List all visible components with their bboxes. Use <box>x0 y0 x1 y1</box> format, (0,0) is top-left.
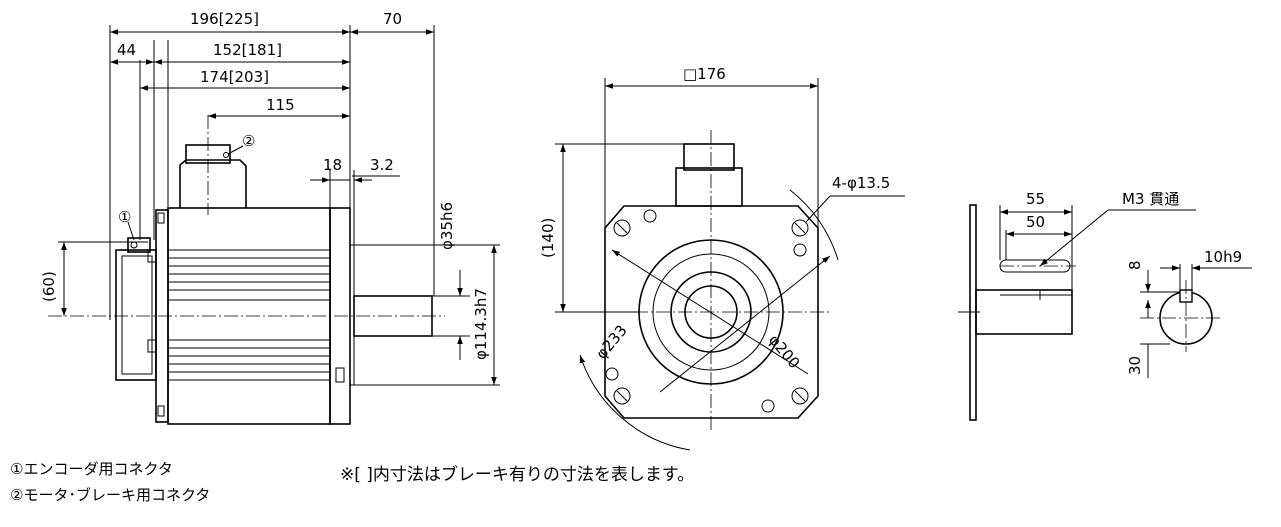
dim-shaft-length: 70 <box>383 10 402 28</box>
dim-key-width: 10h9 <box>1204 248 1242 266</box>
dim-keyway-pos: 30 <box>1126 356 1144 375</box>
cooling-fins <box>168 249 330 381</box>
dim-encoder-height: (60) <box>40 271 58 302</box>
dim-holes: 4-φ13.5 <box>832 174 890 192</box>
legend-motor-brake-connector: ②モータ･ブレーキ用コネクタ <box>10 486 211 504</box>
shaft-detail: 55 50 M3 貫通 10h9 8 30 <box>958 190 1252 421</box>
side-view: 196[225] 70 44 152[181] 174[203] 115 18 … <box>40 10 500 425</box>
front-connector <box>675 167 743 207</box>
dim-overall-length: 196[225] <box>190 10 259 28</box>
dim-key-depth: 8 <box>1126 260 1144 270</box>
callout-motor-brake-mark: ② <box>242 132 255 150</box>
dim-encoder-offset: 44 <box>117 41 136 59</box>
dim-height: (140) <box>539 218 557 258</box>
key <box>999 259 1071 273</box>
dim-len-a: 55 <box>1026 190 1045 208</box>
dim-body-length-a: 152[181] <box>213 41 282 59</box>
dim-shaft-dia: φ35h6 <box>438 202 456 250</box>
front-view: □176 (140) 4-φ13.5 φ233 φ200 <box>539 65 905 451</box>
encoder-connector <box>127 237 151 253</box>
dim-pcd: φ233 <box>592 321 631 362</box>
dim-connector-pos: 115 <box>266 96 295 114</box>
dim-spigot: 3.2 <box>370 156 394 174</box>
dim-thread: M3 貫通 <box>1122 190 1179 208</box>
dim-square: □176 <box>683 65 726 83</box>
dim-spigot-dia: φ114.3h7 <box>472 288 490 360</box>
dim-len-b: 50 <box>1026 213 1045 231</box>
mounting-holes <box>605 209 809 413</box>
dim-body-length-b: 174[203] <box>200 68 269 86</box>
power-connector <box>179 159 247 208</box>
callout-encoder-mark: ① <box>118 208 131 226</box>
shaft-side <box>975 289 1073 335</box>
legend-encoder-connector: ①エンコーダ用コネクタ <box>10 460 173 478</box>
rear-bolts <box>147 212 165 417</box>
footnote: ※[ ]内寸法はブレーキ有りの寸法を表します。 <box>340 465 695 485</box>
dim-flange-thick: 18 <box>323 156 342 174</box>
